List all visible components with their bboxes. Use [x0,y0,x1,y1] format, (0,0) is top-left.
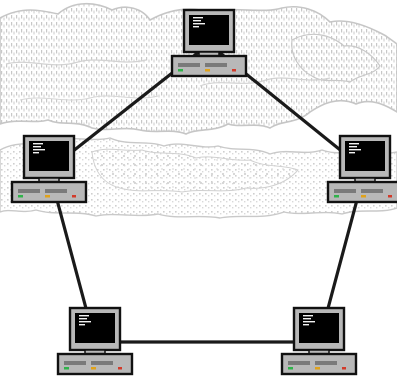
node-top-computer-icon [170,8,248,78]
node-left-computer-icon [10,134,88,204]
node-bottom-right-computer-icon [280,306,358,376]
monitor-screen [345,141,385,171]
monitor-screen [75,313,115,343]
monitor-screen [189,15,229,45]
monitor-screen [29,141,69,171]
node-bottom-left-computer-icon [56,306,134,376]
monitor-screen [299,313,339,343]
node-right-computer-icon [326,134,397,204]
